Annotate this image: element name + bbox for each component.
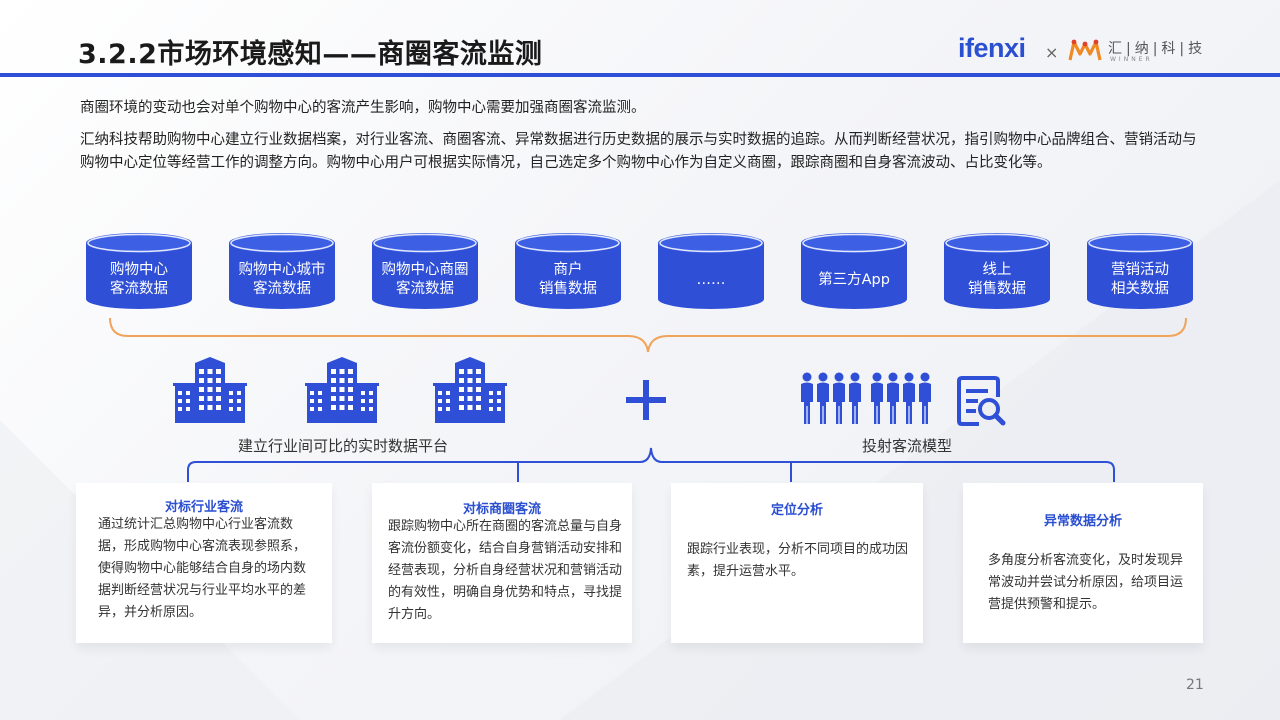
card-body: 跟踪行业表现，分析不同项目的成功因素，提升运营水平。 [687,542,909,579]
data-source-cylinder: 线上 销售数据 [944,233,1050,309]
building-icon [433,357,507,423]
card-body: 跟踪购物中心所在商圈的客流总量与自身客流份额变化，结合自身营销活动安排和经营表现… [388,519,623,622]
card-anomaly: 异常数据分析 多角度分析客流变化，及时发现异常波动并尝试分析原因，给项目运营提供… [963,483,1203,643]
data-source-label: 购物中心 客流数据 [110,262,168,297]
card-body: 多角度分析客流变化，及时发现异常波动并尝试分析原因，给项目运营提供预警和提示。 [988,553,1184,612]
building-icon [305,357,379,423]
card-title: 异常数据分析 [1043,514,1122,529]
data-source-label: 线上 销售数据 [968,262,1026,297]
ifenxi-logo: ifenxi [958,33,1026,63]
platform-label: 建立行业间可比的实时数据平台 [238,437,449,455]
building-icon [173,357,247,423]
winner-logo-cn: 汇|纳|科|技 [1108,41,1207,57]
intro-line-1: 商圈环境的变动也会对单个购物中心的客流产生影响，购物中心需要加强商圈客流监测。 [80,100,646,116]
data-source-cylinder: 购物中心城市 客流数据 [229,233,335,309]
data-source-label: …… [696,271,726,288]
page-title: 3.2.2市场环境感知——商圈客流监测 [78,39,543,70]
card-title: 对标行业客流 [164,500,243,515]
data-source-label: 购物中心城市 客流数据 [238,262,326,297]
title-rule [0,73,1280,77]
card-district-traffic: 对标商圈客流 跟踪购物中心所在商圈的客流总量与自身客流份额变化，结合自身营销活动… [372,483,632,643]
data-source-label: 第三方App [818,271,890,288]
data-source-label: 购物中心商圈 客流数据 [381,262,469,297]
page-number: 21 [1186,677,1204,693]
winner-logo-en: WINNER [1110,56,1153,63]
data-source-label: 营销活动 相关数据 [1111,262,1169,297]
card-positioning: 定位分析 跟踪行业表现，分析不同项目的成功因素，提升运营水平。 [671,483,923,643]
data-source-label: 商户 销售数据 [539,262,597,297]
card-title: 定位分析 [770,503,823,518]
data-source-cylinder: 营销活动 相关数据 [1087,233,1193,309]
data-source-cylinder: 购物中心商圈 客流数据 [372,233,478,309]
card-industry-traffic: 对标行业客流 通过统计汇总购物中心行业客流数据，形成购物中心客流表现参照系，使得… [76,483,332,643]
data-source-cylinder: 购物中心 客流数据 [86,233,192,309]
logo-separator: × [1045,43,1059,62]
people-group-icon [801,372,931,424]
winner-logo-icon [1068,39,1102,61]
plus-icon [626,380,666,420]
data-source-cylinder: 第三方App [801,233,907,309]
data-source-cylinder: …… [658,233,764,309]
data-source-cylinder: 商户 销售数据 [515,233,621,309]
card-title: 对标商圈客流 [462,502,541,517]
card-body: 通过统计汇总购物中心行业客流数据，形成购物中心客流表现参照系，使得购物中心能够结… [98,517,307,620]
intro-line-2: 汇纳科技帮助购物中心建立行业数据档案，对行业客流、商圈客流、异常数据进行历史数据… [80,132,1197,171]
document-search-icon [957,376,1006,426]
model-label: 投射客流模型 [862,437,953,455]
